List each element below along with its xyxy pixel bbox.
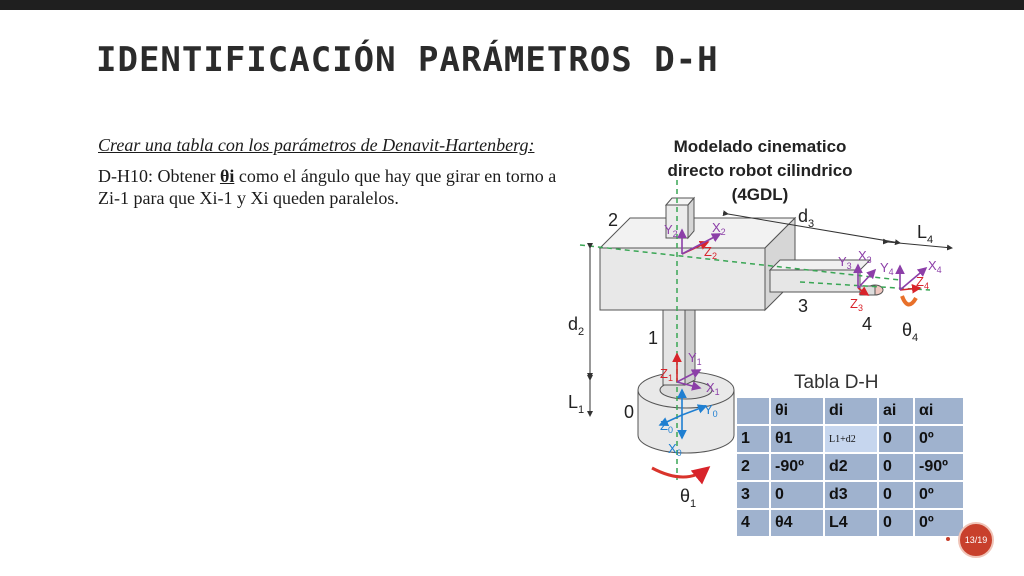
dh-cell-a: 0 <box>879 426 913 452</box>
label-link-1: 1 <box>648 328 658 348</box>
label-x2: X2 <box>712 220 726 237</box>
dh-cell-d: L4 <box>825 510 877 536</box>
label-z3: Z3 <box>850 296 863 313</box>
label-x1: X1 <box>706 380 720 397</box>
slide-title: IDENTIFICACIÓN PARÁMETROS D-H <box>96 40 719 80</box>
dh-header-d: di <box>825 398 877 424</box>
dh-cell-index: 1 <box>737 426 769 452</box>
dh-cell-a: 0 <box>879 454 913 480</box>
rotation-arrow-theta1 <box>651 466 711 485</box>
intro-text: Crear una tabla con los parámetros de De… <box>98 135 535 155</box>
dh-header-index <box>737 398 769 424</box>
dh-cell-d: L1+d2 <box>825 426 877 452</box>
dh-cell-a: 0 <box>879 510 913 536</box>
dh10-text: D-H10: Obtener θi como el ángulo que hay… <box>98 165 558 209</box>
dh-cell-alpha: 0º <box>915 426 963 452</box>
dh-cell-theta: θ1 <box>771 426 823 452</box>
dh-table-title: Tabla D-H <box>794 372 879 393</box>
label-x3: X3 <box>858 248 872 265</box>
dh-table: θi di ai αi 1 θ1 L1+d2 0 0º 2 -90º d2 0 … <box>735 396 965 538</box>
label-theta1: θ1 <box>680 486 696 510</box>
label-z4: Z4 <box>916 274 929 291</box>
dh-cell-d: d2 <box>825 454 877 480</box>
label-l1: L1 <box>568 392 584 416</box>
label-x4: X4 <box>928 258 942 275</box>
dh10-suffix: como el ángulo que hay que girar en torn… <box>98 166 557 208</box>
theta-i-symbol: θi <box>219 166 235 186</box>
label-l4: L4 <box>917 222 933 246</box>
label-z1: Z1 <box>660 366 673 383</box>
dh-cell-theta: θ4 <box>771 510 823 536</box>
label-y4: Y4 <box>880 260 894 277</box>
body-text: Crear una tabla con los parámetros de De… <box>98 134 558 218</box>
label-link-0: 0 <box>624 402 634 422</box>
frame-4 <box>895 264 928 294</box>
label-y2: Y2 <box>664 222 678 239</box>
label-y3: Y3 <box>838 254 852 271</box>
dh-cell-theta: 0 <box>771 482 823 508</box>
label-link-3: 3 <box>798 296 808 316</box>
top-block <box>664 196 696 240</box>
label-y1: Y1 <box>688 350 702 367</box>
dh-cell-theta: -90º <box>771 454 823 480</box>
dimension-lines <box>587 210 953 417</box>
label-d3: d3 <box>798 206 814 230</box>
prismatic-arm <box>768 259 872 293</box>
rotation-arrow-theta4 <box>900 295 918 307</box>
robot-diagram-svg: Modelado cinematico directo robot cilind… <box>568 137 953 510</box>
frame-3 <box>853 263 877 296</box>
table-row: 2 -90º d2 0 -90º <box>737 454 963 480</box>
label-link-4: 4 <box>862 314 872 334</box>
dh-cell-a: 0 <box>879 482 913 508</box>
diagram-title-line-1: Modelado cinematico <box>674 137 847 156</box>
robot-diagram: Modelado cinematico directo robot cilind… <box>560 130 960 510</box>
label-theta4: θ4 <box>902 320 918 344</box>
dh-cell-alpha: -90º <box>915 454 963 480</box>
frame-1 <box>672 352 702 391</box>
table-row: 1 θ1 L1+d2 0 0º <box>737 426 963 452</box>
label-y0: Y0 <box>704 402 718 419</box>
dh-header-alpha: αi <box>915 398 963 424</box>
bullet-dot <box>946 537 950 541</box>
dh-cell-index: 3 <box>737 482 769 508</box>
label-x0: X0 <box>668 441 682 458</box>
dh-cell-index: 4 <box>737 510 769 536</box>
label-d2: d2 <box>568 314 584 338</box>
table-row: 3 0 d3 0 0º <box>737 482 963 508</box>
dh-header-theta: θi <box>771 398 823 424</box>
diagram-title-line-2: directo robot cilindrico <box>667 161 852 180</box>
dh-cell-alpha: 0º <box>915 482 963 508</box>
dh-cell-index: 2 <box>737 454 769 480</box>
dh10-prefix: D-H10: Obtener <box>98 166 220 186</box>
top-bar <box>0 0 1024 10</box>
page-number-badge: 13/19 <box>958 522 994 558</box>
dh-header-a: ai <box>879 398 913 424</box>
table-row: 4 θ4 L4 0 0º <box>737 510 963 536</box>
frame-0 <box>658 388 708 440</box>
dh-cell-alpha: 0º <box>915 510 963 536</box>
dh-cell-d: d3 <box>825 482 877 508</box>
horizontal-link <box>598 216 797 312</box>
label-link-2: 2 <box>608 210 618 230</box>
label-z2: Z2 <box>704 244 717 261</box>
dh-table-header-row: θi di ai αi <box>737 398 963 424</box>
frame-2 <box>677 228 722 255</box>
label-z0: Z0 <box>660 418 673 435</box>
diagram-title-line-3: (4GDL) <box>732 185 789 204</box>
